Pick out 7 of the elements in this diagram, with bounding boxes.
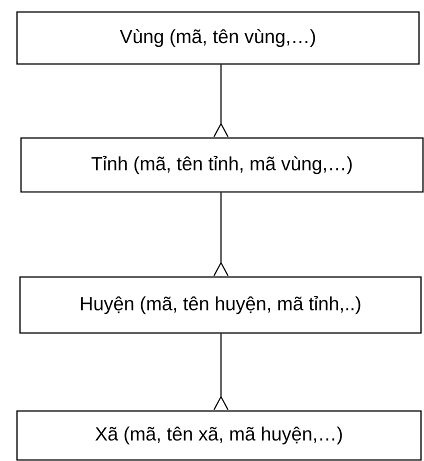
entity-box: Huyện (mã, tên huyện, mã tỉnh,..) bbox=[19, 276, 422, 334]
relationship-line bbox=[213, 192, 229, 276]
entity-box: Tỉnh (mã, tên tỉnh, mã vùng,…) bbox=[20, 137, 424, 193]
relationship-line bbox=[213, 334, 229, 410]
entity-box: Vùng (mã, tên vùng,…) bbox=[16, 11, 420, 65]
relationship-line bbox=[213, 64, 229, 138]
entity-box: Xã (mã, tên xã, mã huyện,…) bbox=[16, 410, 422, 461]
